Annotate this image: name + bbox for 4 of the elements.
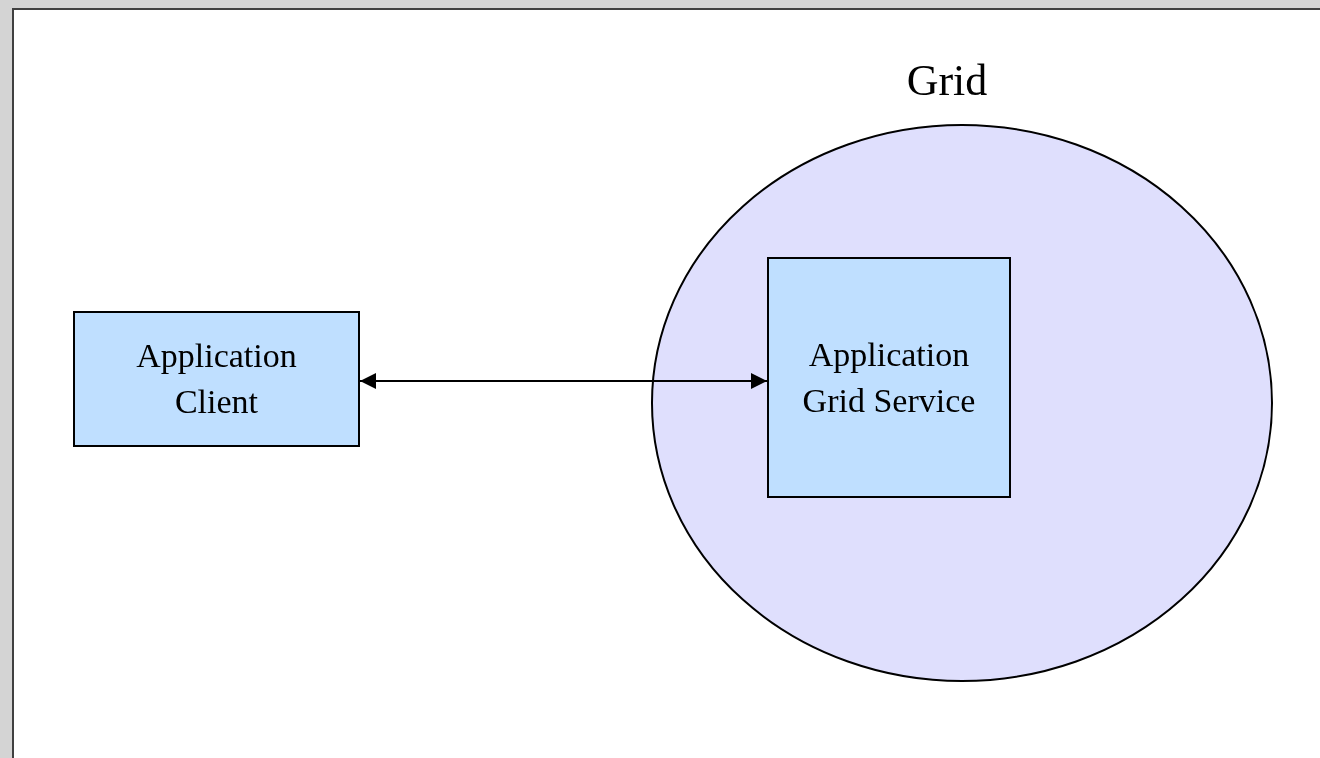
process-box: Application Client xyxy=(73,311,360,447)
process-box: Application Grid Service xyxy=(767,257,1011,498)
group-title: Grid xyxy=(905,55,989,107)
double-arrow xyxy=(359,373,768,389)
